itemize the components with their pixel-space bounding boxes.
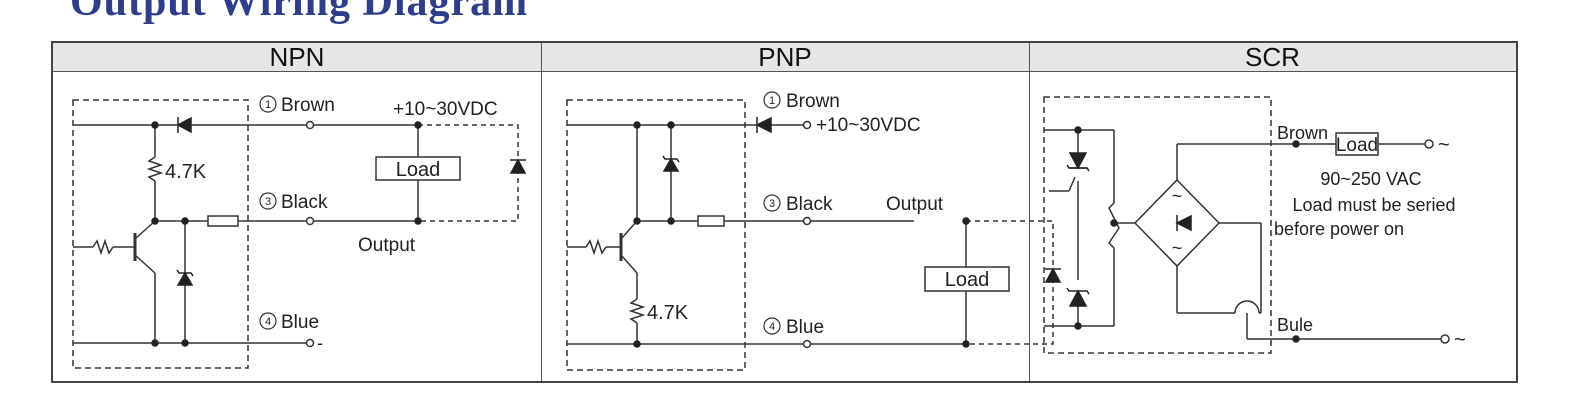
scr-load-box <box>1335 132 1379 156</box>
npn-pin-1-number: 1 <box>265 99 271 111</box>
scr-ac-symbol-bottom: ~ <box>1454 329 1466 351</box>
npn-sensor-boundary <box>72 99 249 369</box>
pnp-blue-label: Blue <box>786 317 824 338</box>
header-scr: SCR <box>1029 43 1516 72</box>
pnp-supply-label: +10~30VDC <box>816 115 921 136</box>
npn-resistor-label: 4.7K <box>165 161 207 183</box>
cropped-title-strip: Output Wiring Diagram <box>0 0 1582 40</box>
scr-bule-label: Bule <box>1277 315 1313 335</box>
pnp-resistor-label: 4.7K <box>647 302 689 324</box>
scr-note-line2: before power on <box>1274 219 1404 239</box>
pnp-load-box <box>924 266 1010 292</box>
npn-terminal-black <box>305 216 315 226</box>
scr-note-line1: Load must be seried <box>1292 195 1455 215</box>
npn-supply-label: +10~30VDC <box>393 99 498 120</box>
pnp-sensor-boundary <box>566 99 746 371</box>
pnp-external-diode <box>1044 267 1062 283</box>
npn-brown-label: Brown <box>281 95 335 116</box>
npn-external-diode <box>509 158 527 174</box>
column-divider <box>1029 43 1030 381</box>
pnp-terminal-black <box>802 216 812 226</box>
npn-resistor <box>146 156 164 182</box>
scr-zener-bar <box>1108 202 1120 249</box>
npn-pin-4-number: 4 <box>265 316 271 328</box>
pnp-resistor <box>628 298 646 324</box>
npn-output-label: Output <box>358 235 416 256</box>
pnp-diode <box>755 116 772 134</box>
npn-diode <box>176 116 192 134</box>
scr-gate <box>1068 176 1076 192</box>
pnp-output-label: Output <box>886 194 944 215</box>
scr-wire-crossover <box>1234 300 1260 314</box>
npn-pin-3-number: 3 <box>265 196 271 208</box>
npn-terminal-blue <box>305 338 315 348</box>
scr-terminal-brown <box>1424 139 1434 149</box>
npn-load-box <box>375 156 461 181</box>
pnp-brown-label: Brown <box>786 91 840 112</box>
scr-bridge-diode <box>1175 214 1192 232</box>
npn-junction-dot <box>151 121 159 129</box>
npn-zener <box>176 271 194 286</box>
scr-circuit: Brown Load ~ 90~250 VAC Load must be ser… <box>1043 96 1466 354</box>
scr-bridge-ac-bottom: ~ <box>1172 238 1183 258</box>
scr-junction-dot <box>1074 126 1082 134</box>
npn-minus-label: - <box>317 333 323 353</box>
pnp-load-label: Load <box>945 269 990 291</box>
header-npn: NPN <box>53 43 541 72</box>
pnp-zener <box>662 157 680 172</box>
npn-circuit: 1 3 4 Brown +10~30VDC 4.7K Load Black Ou… <box>72 95 527 369</box>
scr-bridge-ac-top: ~ <box>1172 186 1183 206</box>
pnp-pin-4-number: 4 <box>769 321 775 333</box>
scr-zener <box>1068 289 1088 307</box>
pnp-pin-1-number: 1 <box>769 95 775 107</box>
npn-pin-1-icon <box>259 95 277 113</box>
pnp-junction-dot <box>633 121 641 129</box>
npn-load-label: Load <box>396 159 441 181</box>
npn-black-label: Black <box>281 192 328 213</box>
npn-blue-label: Blue <box>281 312 319 333</box>
scr-thyristor <box>1068 152 1088 170</box>
cropped-title: Output Wiring Diagram <box>70 0 529 25</box>
npn-pin-4-icon <box>259 312 277 330</box>
scr-load-label: Load <box>1336 135 1378 156</box>
wiring-table: NPN PNP SCR <box>51 41 1518 383</box>
pnp-pin-1-icon <box>763 91 781 109</box>
pnp-black-label: Black <box>786 194 833 215</box>
scr-terminal-bule <box>1440 334 1450 344</box>
pnp-pin-3-icon <box>763 194 781 212</box>
npn-pin-3-icon <box>259 192 277 210</box>
pnp-terminal-blue <box>802 339 812 349</box>
scr-brown-label: Brown <box>1277 123 1328 143</box>
header-pnp: PNP <box>541 43 1029 72</box>
scr-sensor-boundary <box>1043 96 1272 354</box>
pnp-circuit: 1 3 4 Brown +10~30VDC Black Output Load … <box>566 91 1062 371</box>
scr-ac-symbol-top: ~ <box>1438 134 1450 156</box>
column-divider <box>541 43 542 381</box>
pnp-pin-3-number: 3 <box>769 198 775 210</box>
pnp-pin-4-icon <box>763 317 781 335</box>
scr-voltage-label: 90~250 VAC <box>1320 169 1421 189</box>
pnp-terminal-brown <box>802 120 812 130</box>
npn-terminal-brown <box>305 120 315 130</box>
